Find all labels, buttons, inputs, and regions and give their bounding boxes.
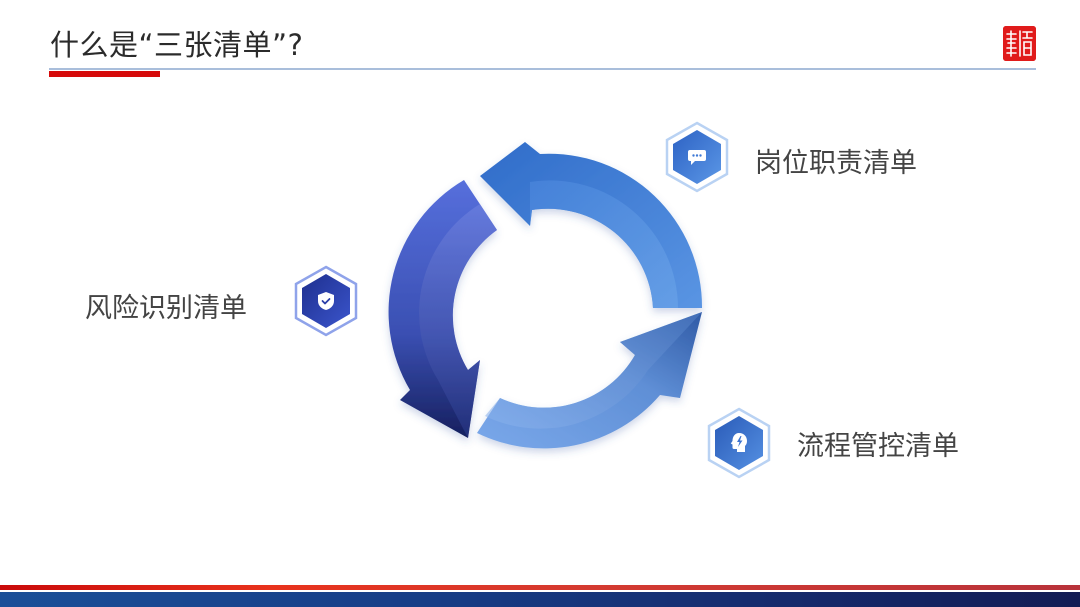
node-risk-identification [294,265,358,337]
title-accent-bar [49,71,160,77]
chat-bubble-icon [688,150,706,165]
node-label-risk-identification: 风险识别清单 [85,293,247,324]
node-label-job-responsibility: 岗位职责清单 [755,148,917,179]
shield-check-icon [318,292,334,310]
head-lightning-icon [730,433,747,452]
page-title: 什么是“三张清单”? [50,28,304,62]
node-job-responsibility [665,121,729,193]
footer-blue-band [0,592,1080,607]
cycle-arrows-diagram [388,142,703,449]
node-process-control [707,407,771,479]
red-seal-stamp-icon [1003,26,1036,61]
title-divider [49,68,1036,70]
footer-separator [0,590,1080,592]
node-label-process-control: 流程管控清单 [797,431,959,462]
footer-red-band [0,585,1080,590]
